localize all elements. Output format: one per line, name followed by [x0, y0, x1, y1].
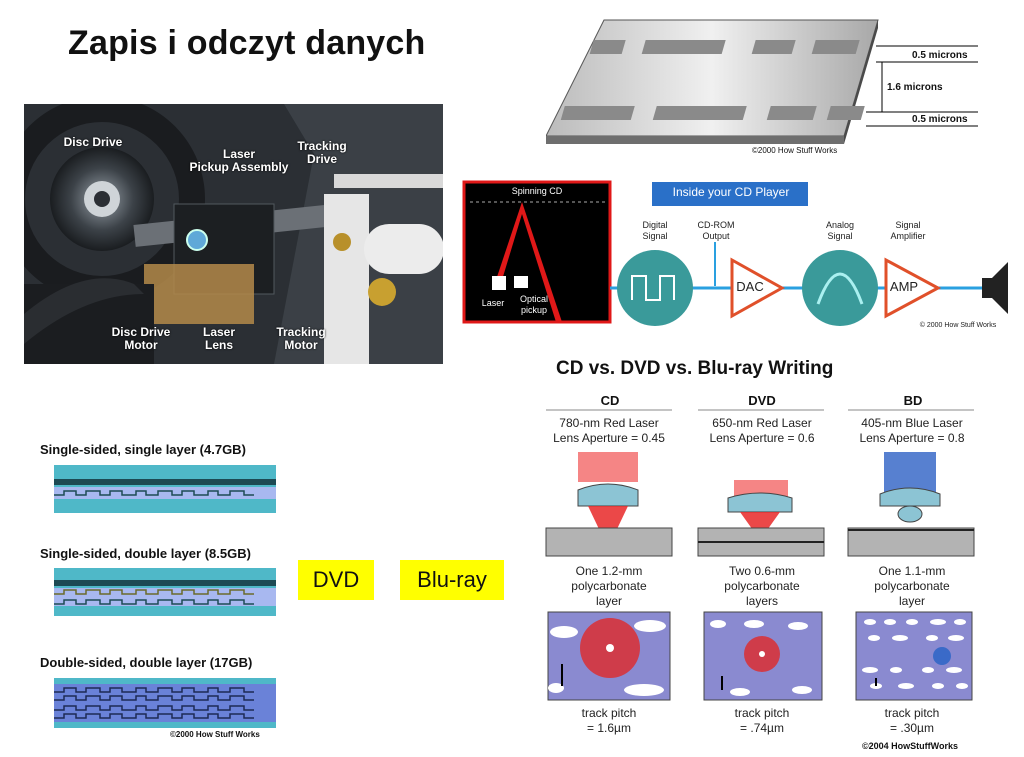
label-bottom-thickness: 0.5 microns: [912, 114, 968, 125]
label-tracking-drive: Tracking Drive: [297, 139, 347, 166]
label-digital-signal: Digital Signal: [642, 220, 668, 241]
dvd-layers-line2: polycarbonate: [724, 579, 800, 593]
cd-player-diagram: Inside your CD Player Spinning CD Laser …: [462, 180, 1010, 330]
disc-drive-illustration: [24, 104, 443, 364]
label-dac: DAC: [736, 279, 764, 294]
col-header-dvd: DVD: [748, 393, 776, 408]
label-optical-pickup: Optical pickup: [519, 294, 548, 315]
bd-layers-line2: polycarbonate: [874, 579, 950, 593]
pits-slab: [545, 19, 978, 144]
bd-pitch-line1: track pitch: [884, 706, 940, 720]
label-signal-amplifier: Signal Amplifier: [890, 220, 926, 241]
layer-label-double-double: Double-sided, double layer (17GB): [40, 655, 253, 670]
pits-copyright: ©2000 How Stuff Works: [752, 146, 838, 155]
label-amp: AMP: [889, 279, 919, 294]
label-tracking-motor: Tracking Motor: [276, 325, 326, 352]
layer-diagram-single-single: [54, 465, 276, 513]
label-laser-pickup: Laser Pickup Assembly: [189, 147, 289, 174]
disc-drive-photo: Disc Drive Laser Pickup Assembly Trackin…: [24, 104, 443, 364]
label-spinning-cd: Spinning CD: [511, 186, 563, 196]
cd-player-svg: [462, 180, 1008, 326]
label-disc-drive: Disc Drive: [63, 135, 123, 149]
layer-diagram-single-double: [54, 568, 276, 616]
cd-pitch-line1: track pitch: [581, 706, 637, 720]
dvd-laser: 650-nm Red Laser: [712, 416, 812, 430]
bd-layers-line3: layer: [898, 594, 925, 608]
dvd-layers-line3: layers: [745, 594, 778, 608]
label-laser-lens: Laser Lens: [202, 325, 236, 352]
dvd-aperture: Lens Aperture = 0.6: [709, 431, 815, 445]
player-copyright: © 2000 How Stuff Works: [919, 322, 997, 329]
cd-layers-line2: polycarbonate: [571, 579, 647, 593]
tag-dvd: DVD: [298, 560, 374, 600]
col-header-bd: BD: [903, 393, 923, 408]
pits-diagram: 0.5 microns 1.6 microns 0.5 microns ©200…: [545, 18, 986, 158]
label-analog-signal: Analog Signal: [825, 220, 855, 241]
label-disc-drive-motor: Disc Drive Motor: [111, 325, 171, 352]
dvd-layers-copyright: ©2000 How Stuff Works: [170, 730, 260, 739]
comparison-illustration: [545, 409, 975, 701]
label-top-thickness: 0.5 microns: [912, 50, 968, 61]
cd-laser: 780-nm Red Laser: [559, 416, 659, 430]
cd-aperture: Lens Aperture = 0.45: [553, 431, 665, 445]
layer-label-single-double: Single-sided, double layer (8.5GB): [40, 546, 251, 561]
bd-aperture: Lens Aperture = 0.8: [859, 431, 965, 445]
cd-pitch-line2: = 1.6µm: [587, 721, 631, 735]
dvd-pitch-line1: track pitch: [734, 706, 790, 720]
comparison-title: CD vs. DVD vs. Blu-ray Writing: [556, 358, 834, 379]
dvd-pitch-line2: = .74µm: [740, 721, 784, 735]
bd-layers-line1: One 1.1-mm: [878, 564, 946, 578]
layer-diagram-double-double: [54, 678, 276, 728]
bd-laser: 405-nm Blue Laser: [861, 416, 963, 430]
label-laser: Laser: [481, 298, 505, 308]
label-cdrom-output: CD-ROM Output: [697, 220, 735, 241]
tag-bluray: Blu-ray: [400, 560, 504, 600]
page-title: Zapis i odczyt danych: [68, 24, 426, 62]
bd-pitch-line2: = .30µm: [890, 721, 934, 735]
col-header-cd: CD: [600, 393, 620, 408]
dvd-layers-line1: Two 0.6-mm: [728, 564, 795, 578]
player-title: Inside your CD Player: [672, 185, 790, 199]
layer-label-single-single: Single-sided, single layer (4.7GB): [40, 442, 246, 457]
cd-layers-line1: One 1.2-mm: [575, 564, 643, 578]
label-track-spacing: 1.6 microns: [887, 82, 943, 93]
comparison-copyright: ©2004 HowStuffWorks: [862, 741, 958, 751]
cd-layers-line3: layer: [595, 594, 622, 608]
